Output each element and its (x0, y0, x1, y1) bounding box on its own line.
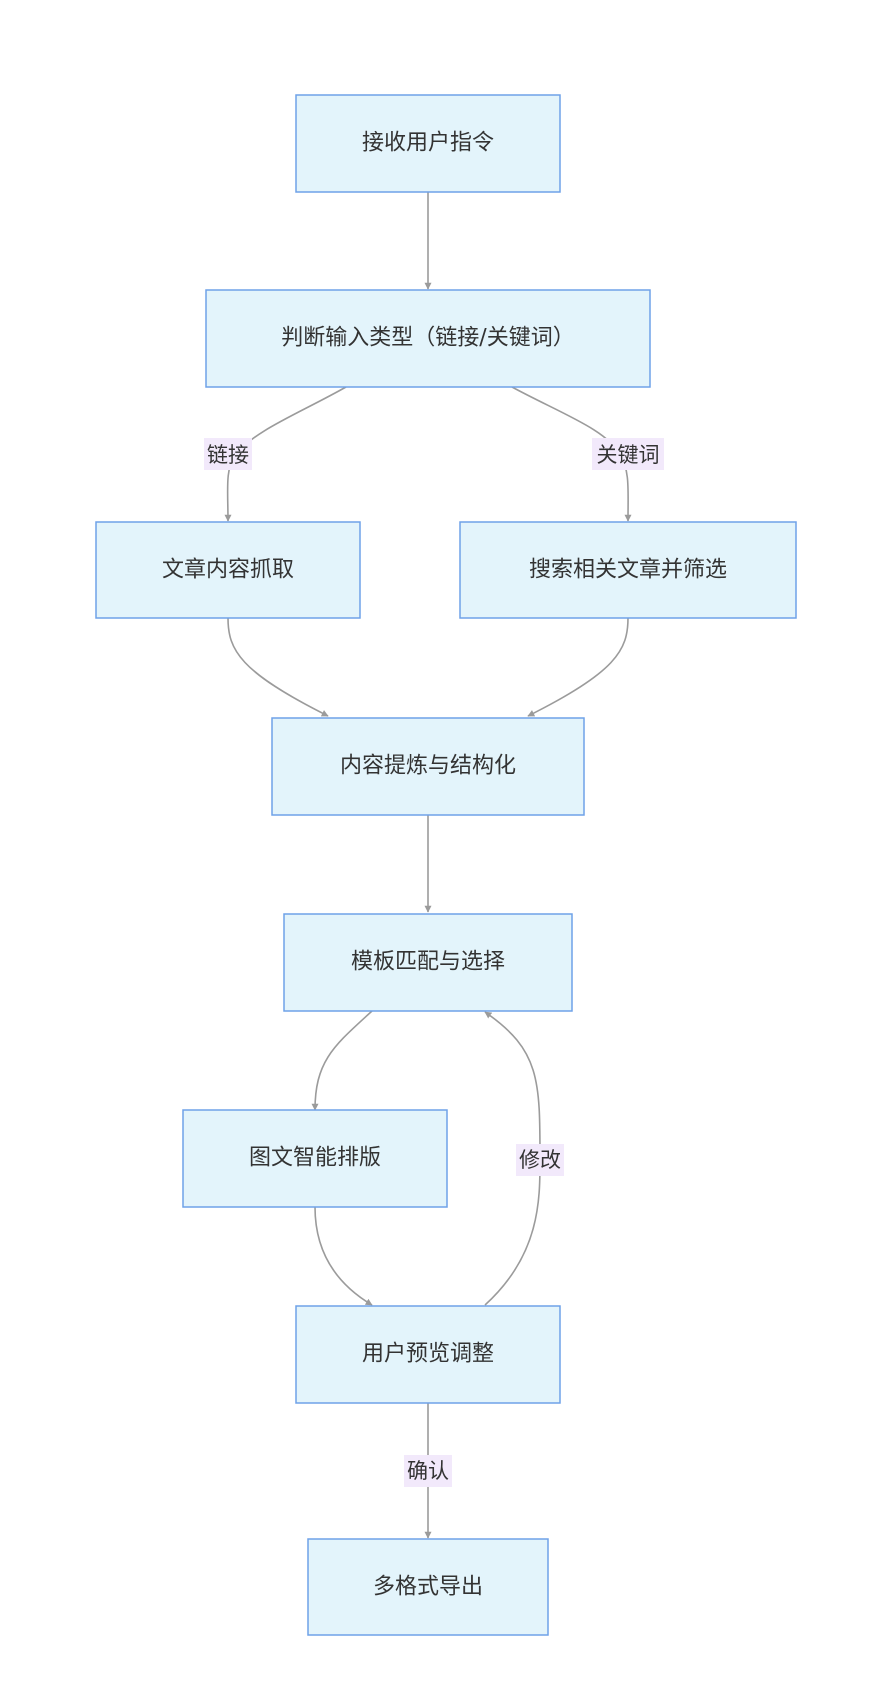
edge-label-modify-text: 修改 (519, 1148, 561, 1172)
node-template-label: 模板匹配与选择 (351, 950, 505, 975)
node-template: 模板匹配与选择 (283, 913, 573, 1012)
node-refine: 内容提炼与结构化 (271, 717, 585, 816)
node-receive-label: 接收用户指令 (362, 131, 494, 156)
node-layout: 图文智能排版 (182, 1109, 448, 1208)
edge-label-link-text: 链接 (207, 443, 249, 467)
edge-label-confirm: 确认 (404, 1455, 452, 1487)
node-judge-label: 判断输入类型（链接/关键词） (281, 326, 574, 351)
node-search-label: 搜索相关文章并筛选 (529, 558, 727, 583)
edge-layout-preview (314, 1206, 373, 1306)
node-judge: 判断输入类型（链接/关键词） (205, 289, 651, 388)
edge-search-refine (527, 617, 629, 717)
node-fetch: 文章内容抓取 (95, 521, 361, 619)
edge-label-modify: 修改 (516, 1144, 564, 1176)
edge-label-keyword: 关键词 (592, 438, 664, 470)
node-receive: 接收用户指令 (295, 94, 561, 193)
node-preview-label: 用户预览调整 (362, 1342, 494, 1367)
edge-label-confirm-text: 确认 (407, 1459, 449, 1483)
edge-fetch-refine (227, 617, 329, 717)
node-export-label: 多格式导出 (373, 1575, 483, 1600)
node-refine-label: 内容提炼与结构化 (340, 754, 516, 779)
node-layout-label: 图文智能排版 (249, 1146, 381, 1171)
edge-label-link: 链接 (204, 438, 252, 470)
node-fetch-label: 文章内容抓取 (162, 558, 294, 583)
node-export: 多格式导出 (307, 1538, 549, 1636)
edge-template-layout (311, 1010, 373, 1111)
node-search: 搜索相关文章并筛选 (459, 521, 797, 619)
node-preview: 用户预览调整 (295, 1305, 561, 1404)
edge-label-keyword-text: 关键词 (597, 443, 660, 467)
